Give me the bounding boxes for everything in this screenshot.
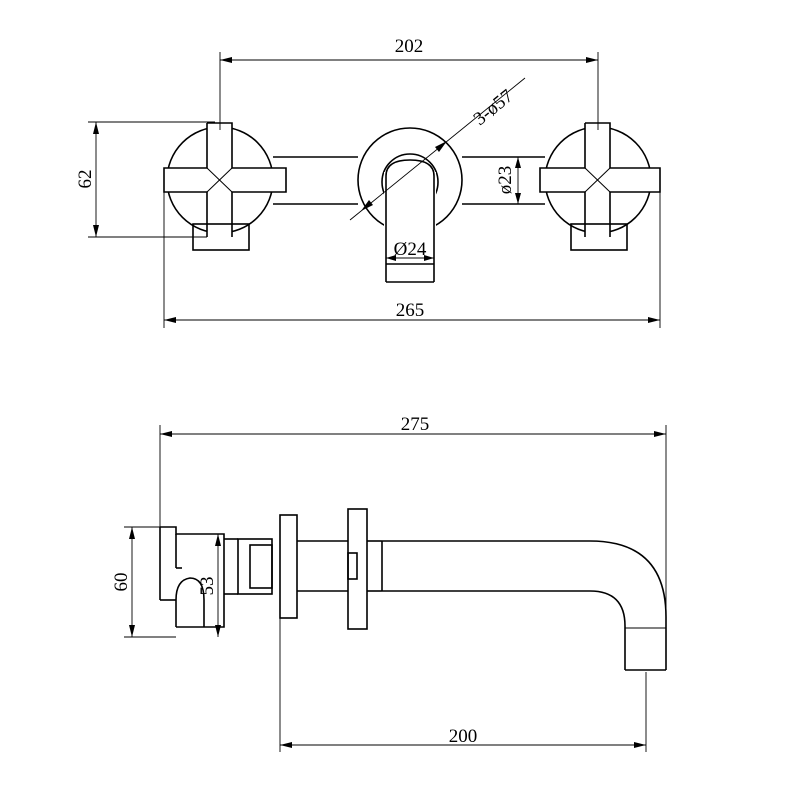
first-flange	[279, 514, 298, 619]
coupling	[224, 538, 273, 595]
dimension-handle-spacing: 202	[219, 36, 599, 130]
dimension-overall-depth: 275	[159, 414, 667, 617]
dim-label-202: 202	[395, 36, 424, 57]
dim-label-60: 60	[111, 573, 132, 592]
right-cross-handle	[539, 122, 661, 251]
dim-label-265: 265	[396, 300, 425, 321]
dimension-overall-width: 265	[163, 192, 661, 328]
side-view: 275 60 53 200	[111, 414, 667, 752]
dimension-height: 62	[75, 121, 215, 238]
dimension-rosette-diameter: 3-ø57	[349, 77, 526, 221]
dimension-spout-reach: 200	[279, 618, 647, 752]
dim-label-3-o57: 3-ø57	[470, 86, 518, 130]
dim-label-200: 200	[449, 726, 478, 747]
spout-body-front	[384, 159, 436, 283]
dim-label-275: 275	[401, 414, 430, 435]
second-flange	[347, 508, 368, 630]
dimension-body-height: 60	[111, 526, 176, 638]
dimension-inner-height: 53	[176, 534, 224, 637]
dim-label-O24: Ø24	[394, 239, 427, 260]
dimension-spout-diameter: ø23	[462, 156, 528, 205]
dim-label-53: 53	[197, 577, 218, 596]
left-cross-handle	[163, 122, 287, 251]
front-view: 202 3-ø57 ø23 Ø24	[75, 36, 661, 328]
dim-label-62: 62	[75, 170, 96, 189]
spout-side	[367, 540, 667, 671]
dim-label-o23: ø23	[495, 166, 516, 195]
dimension-outlet-diameter: Ø24	[386, 239, 434, 261]
